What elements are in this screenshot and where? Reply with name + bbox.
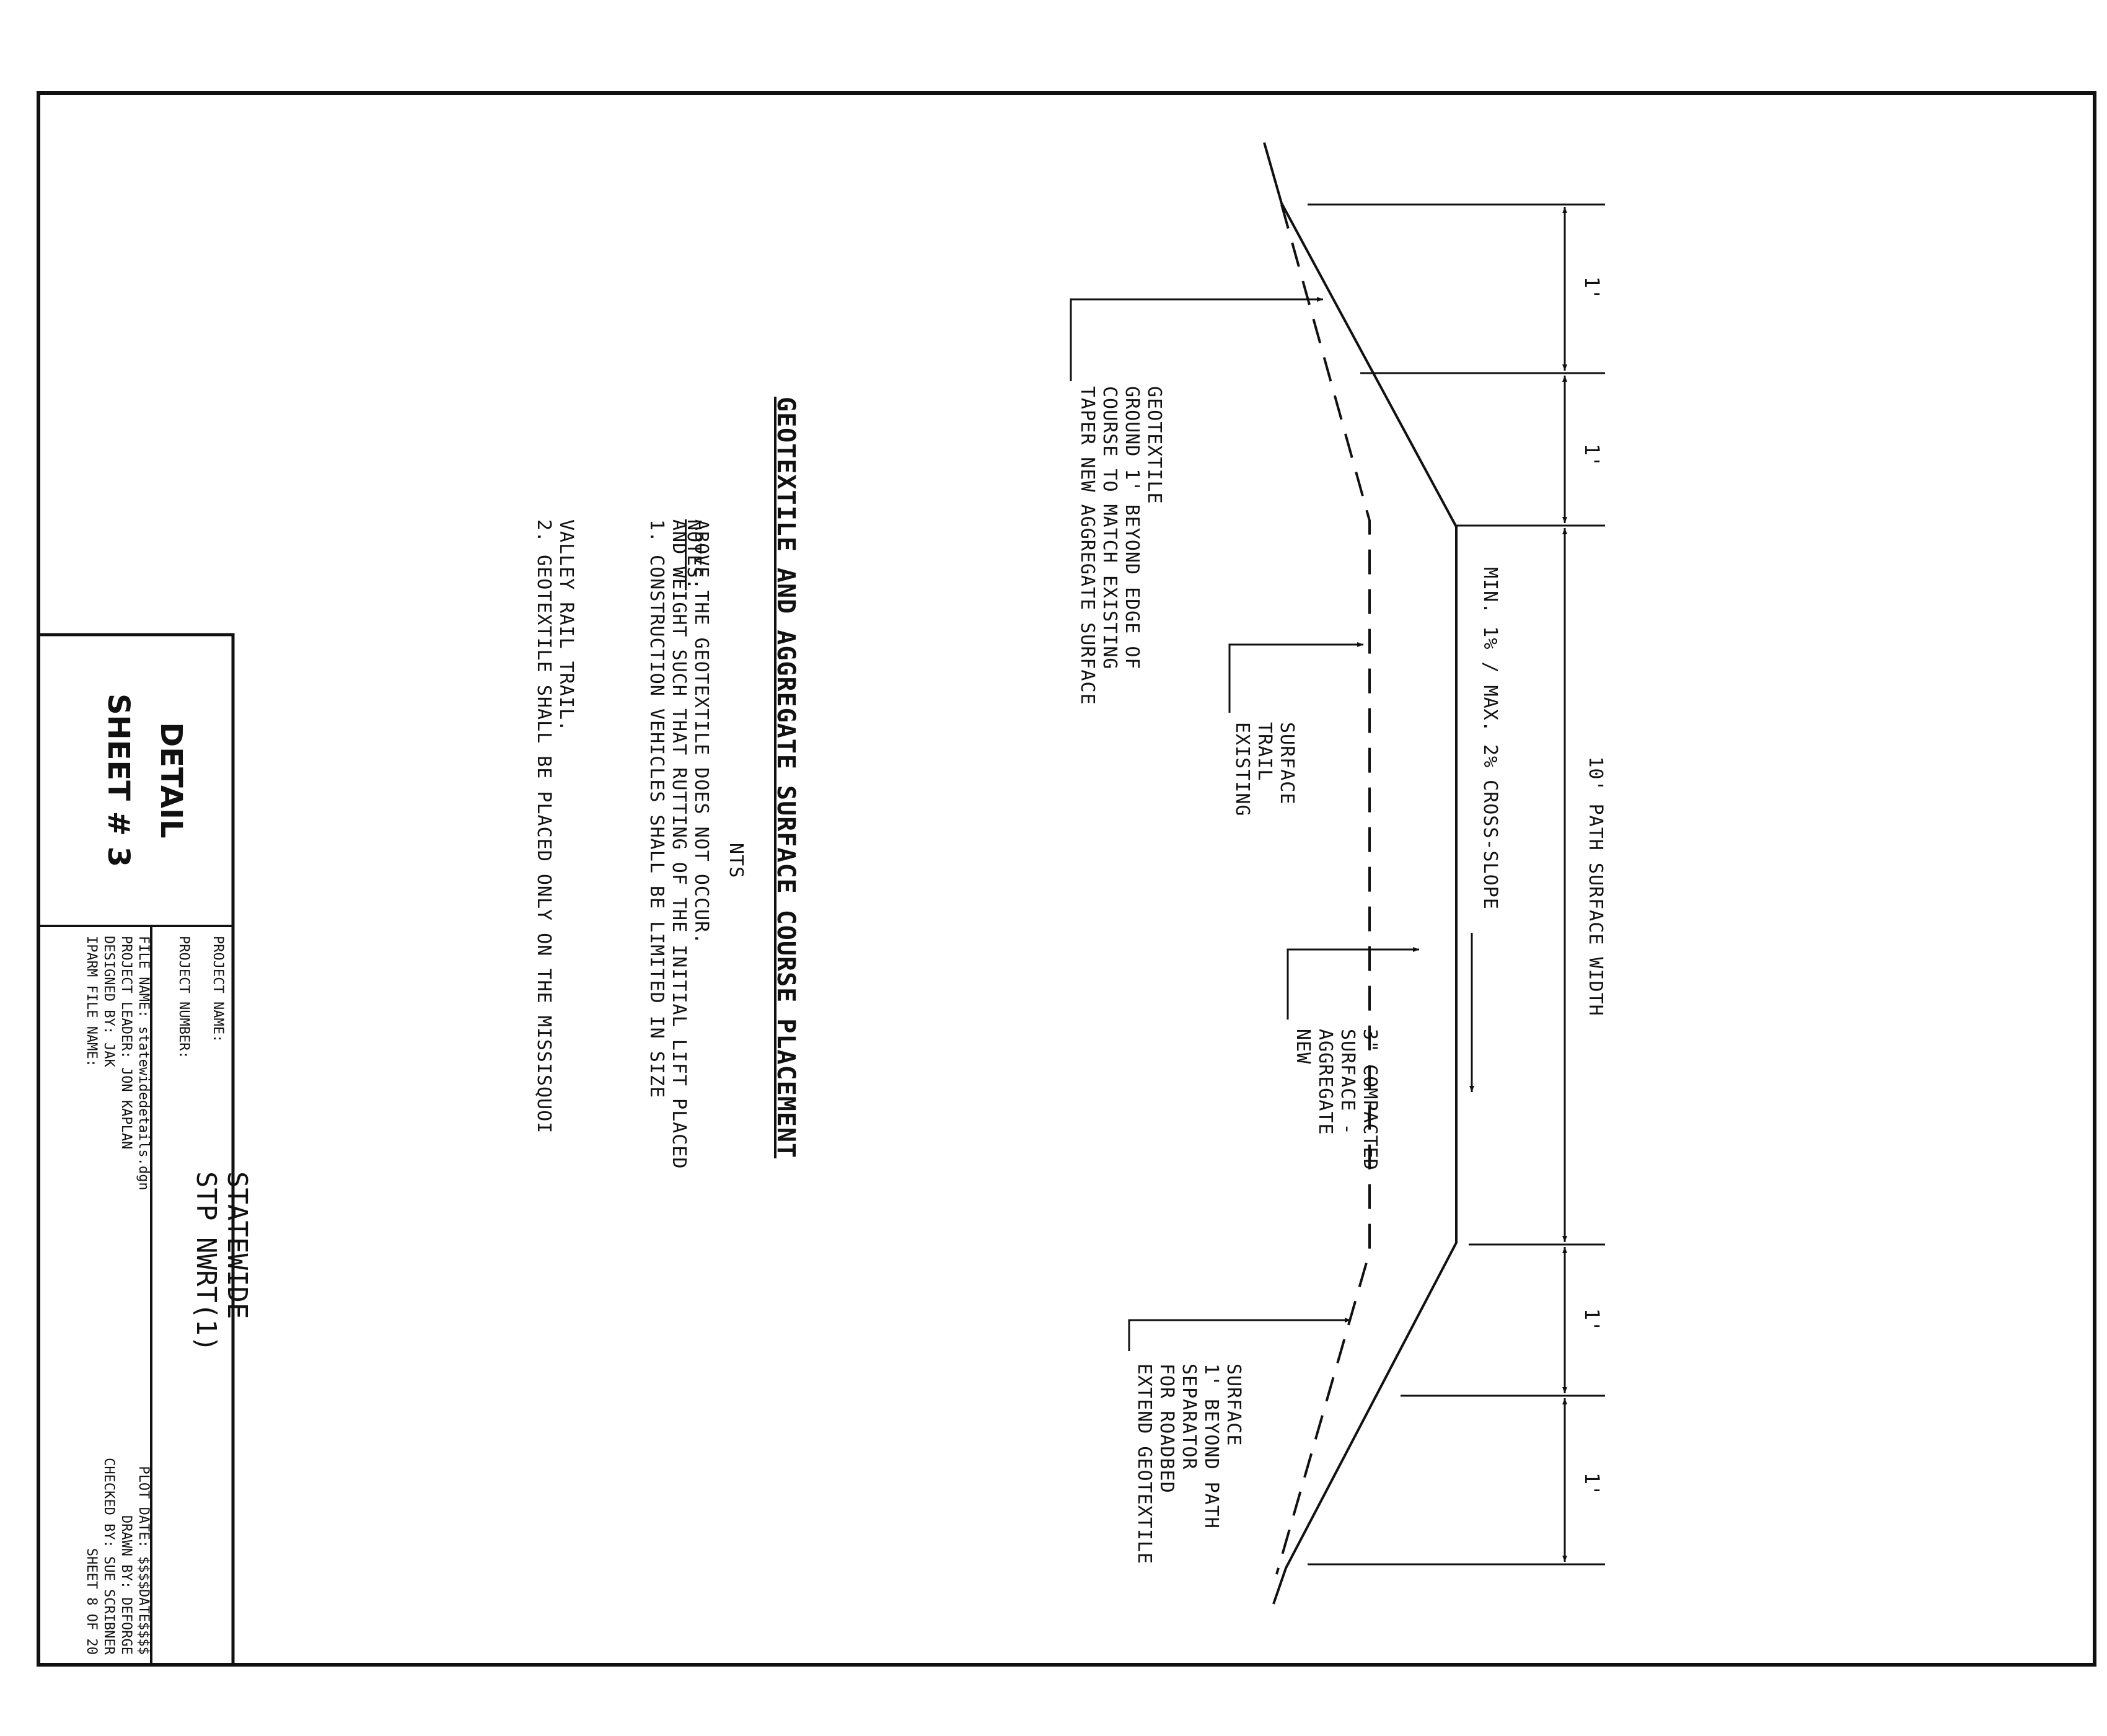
callout-new-aggregate: NEW AGGREGATE SURFACE - 3" COMPACTED <box>1287 947 1419 1171</box>
detail-label: DETAIL <box>154 722 188 838</box>
new-aggregate-surface-line <box>1263 142 1458 1605</box>
sheet-number: SHEET # 3 <box>101 694 136 867</box>
dimension-lines: 1' 1' 10' PATH SURFACE WIDTH 1' 1' <box>1308 203 1606 1566</box>
shoulder-dim-label-1: 1' <box>1580 276 1604 301</box>
shoulder-dim-label-3: 1' <box>1580 1308 1604 1333</box>
drawing-scale: NTS <box>725 843 747 878</box>
shoulder-dim-label-4: 1' <box>1580 1473 1604 1497</box>
path-width-label: 10' PATH SURFACE WIDTH <box>1585 756 1606 1016</box>
geotextile-dashed-line <box>1275 204 1371 1575</box>
drawing-title: GEOTEXTILE AND AGGREGATE SURFACE COURSE … <box>772 397 800 1158</box>
cross-slope-annotation: MIN. 1% / MAX. 2% CROSS-SLOPE <box>1469 567 1501 1092</box>
notes-heading: NOTES: <box>683 519 705 590</box>
leader-existing-trail <box>1228 642 1363 713</box>
project-name: STATEWIDE <box>221 1171 253 1319</box>
project-number: STP NWRT(1) <box>190 1171 222 1352</box>
extend-geotextile-text: EXTEND GEOTEXTILE FOR ROADBED SEPARATOR … <box>1133 1364 1244 1576</box>
leader-taper <box>1070 297 1323 381</box>
project-leader: PROJECT LEADER: JON KAPLAN <box>118 936 134 1149</box>
title-block-frame <box>37 633 235 1667</box>
shoulder-dim-label-2: 1' <box>1580 444 1604 468</box>
existing-trail-text: EXISTING TRAIL SURFACE <box>1231 722 1298 829</box>
note-1: 1. CONSTRUCTION VEHICLES SHALL BE LIMITE… <box>646 519 712 1181</box>
callout-existing-trail: EXISTING TRAIL SURFACE <box>1228 642 1363 829</box>
cross-slope-label: MIN. 1% / MAX. 2% CROSS-SLOPE <box>1479 567 1501 910</box>
sheet-border <box>37 91 2096 1667</box>
notes: NOTES: 1. CONSTRUCTION VEHICLES SHALL BE… <box>533 519 712 1181</box>
drawn-by: DRAWN BY: DEFORGE <box>118 1515 134 1655</box>
taper-text: TAPER NEW AGGREGATE SURFACE COURSE TO MA… <box>1076 386 1165 717</box>
leader-new-aggregate <box>1287 947 1419 1020</box>
callout-taper: TAPER NEW AGGREGATE SURFACE COURSE TO MA… <box>1070 297 1323 717</box>
note-2: 2. GEOTEXTILE SHALL BE PLACED ONLY ON TH… <box>533 519 577 1145</box>
callout-extend-geotextile: EXTEND GEOTEXTILE FOR ROADBED SEPARATOR … <box>1128 1318 1351 1576</box>
file-name: FILE NAME: statewidedetails.dgn <box>136 936 151 1191</box>
project-name-label: PROJECT NAME: <box>210 936 226 1042</box>
sheet-of: SHEET 8 OF 20 <box>84 1548 99 1655</box>
iparm-file-name: IPARM FILE NAME: <box>84 936 99 1067</box>
checked-by: CHECKED BY: SUE SCRIBNER <box>101 1458 117 1655</box>
leader-extend-geotextile <box>1128 1318 1351 1351</box>
title-block: DETAIL SHEET # 3 PROJECT NAME: STATEWIDE… <box>37 633 253 1667</box>
cross-section <box>1263 142 1458 1605</box>
new-aggregate-text: NEW AGGREGATE SURFACE - 3" COMPACTED <box>1292 1029 1381 1171</box>
designed-by: DESIGNED BY: JAK <box>101 936 117 1068</box>
project-number-label: PROJECT NUMBER: <box>176 936 191 1059</box>
plot-date: PLOT DATE: $$$$DATE$$$$ <box>136 1466 151 1655</box>
